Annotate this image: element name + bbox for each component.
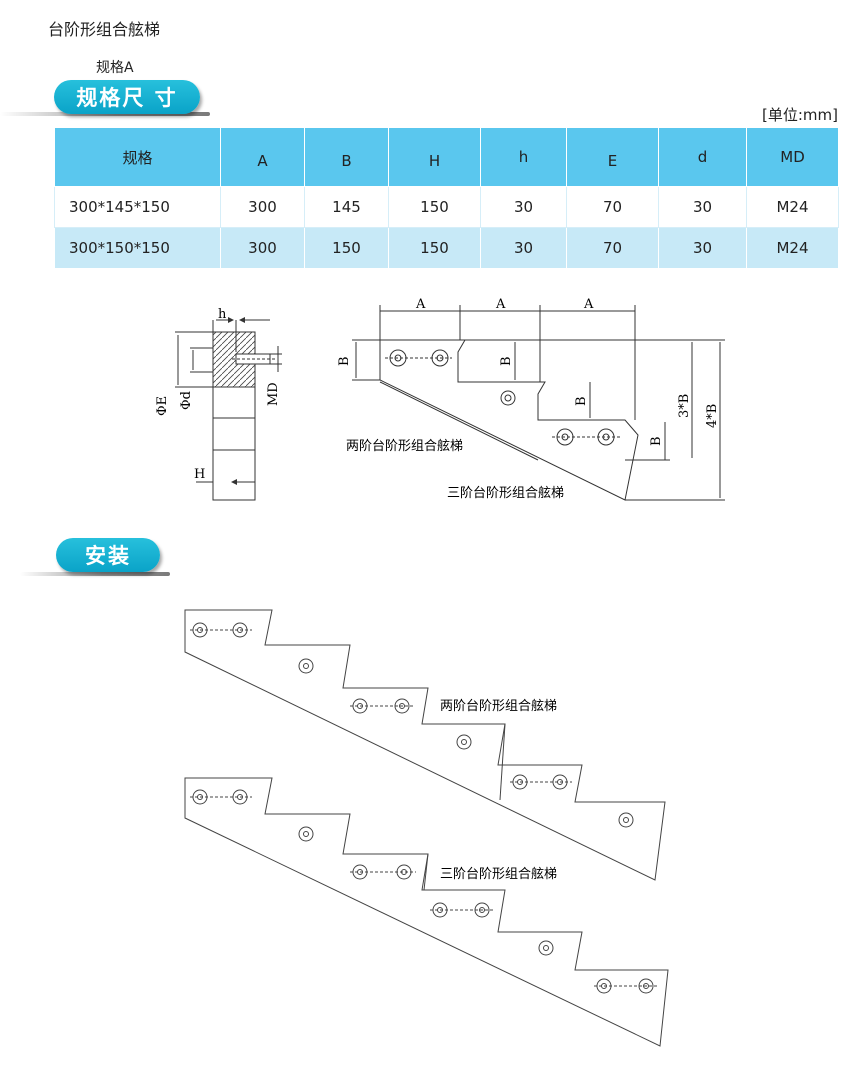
label-4b: 4*B bbox=[705, 404, 720, 428]
label-three-step: 三阶台阶形组合舷梯 bbox=[447, 485, 564, 501]
label-3b: 3*B bbox=[677, 394, 692, 418]
label-b4: B bbox=[649, 436, 664, 446]
header-spec: 规格 bbox=[54, 127, 221, 187]
header-md: MD bbox=[746, 127, 839, 187]
table-cell: 30 bbox=[480, 227, 567, 269]
label-a3: A bbox=[583, 297, 594, 312]
table-cell: 30 bbox=[658, 227, 747, 269]
two-step-ladder bbox=[184, 609, 666, 881]
label-a1: A bbox=[415, 297, 426, 312]
header-d: d bbox=[658, 127, 747, 187]
header-e: E bbox=[566, 127, 659, 187]
table-cell: M24 bbox=[746, 186, 839, 228]
header-a: A bbox=[220, 127, 305, 187]
table-header-row: 规格 A B H h E d MD bbox=[54, 127, 839, 187]
label-H: H bbox=[194, 467, 205, 482]
install-drawing: 两阶台阶形组合舷梯 三阶台阶形组合舷梯 bbox=[184, 609, 669, 1047]
section-tab-dimensions: 规格尺 寸 bbox=[54, 80, 200, 114]
stepped-ladder-drawing bbox=[352, 305, 725, 501]
table-cell: 150 bbox=[388, 186, 481, 228]
header-h-upper: H bbox=[388, 127, 481, 187]
label-md: MD bbox=[266, 382, 281, 406]
table-cell: 30 bbox=[658, 186, 747, 228]
install-label-two-step: 两阶台阶形组合舷梯 bbox=[440, 698, 557, 714]
section-tab-install: 安装 bbox=[56, 538, 160, 572]
spec-table: 规格 A B H h E d MD 300*145*150 300 145 15… bbox=[54, 127, 839, 269]
table-cell: 70 bbox=[566, 227, 659, 269]
table-cell: 300 bbox=[220, 227, 305, 269]
table-cell: 30 bbox=[480, 186, 567, 228]
label-b1: B bbox=[337, 356, 352, 366]
dimension-drawing: h ΦE Φd MD H A A A bbox=[155, 297, 725, 501]
spec-label: 规格A bbox=[96, 60, 134, 76]
table-row: 300*145*150 300 145 150 30 70 30 M24 bbox=[54, 186, 839, 228]
label-phi-e: ΦE bbox=[155, 396, 170, 416]
table-cell: 70 bbox=[566, 186, 659, 228]
label-b3: B bbox=[574, 396, 589, 406]
table-row: 300*150*150 300 150 150 30 70 30 M24 bbox=[54, 227, 839, 269]
table-cell: 150 bbox=[304, 227, 389, 269]
label-b2: B bbox=[499, 356, 514, 366]
label-phi-d: Φd bbox=[179, 391, 194, 410]
table-cell: 300 bbox=[220, 186, 305, 228]
table-cell: 150 bbox=[388, 227, 481, 269]
label-a2: A bbox=[495, 297, 506, 312]
table-cell: 145 bbox=[304, 186, 389, 228]
install-label-three-step: 三阶台阶形组合舷梯 bbox=[440, 866, 557, 882]
label-two-step: 两阶台阶形组合舷梯 bbox=[346, 438, 463, 454]
tab-underline bbox=[0, 112, 210, 116]
header-b: B bbox=[304, 127, 389, 187]
header-h-lower: h bbox=[480, 127, 567, 187]
tab-underline bbox=[20, 572, 170, 576]
table-cell: 300*145*150 bbox=[54, 186, 221, 228]
page-title: 台阶形组合舷梯 bbox=[48, 20, 161, 39]
unit-label: [单位:mm] bbox=[762, 106, 838, 124]
label-h: h bbox=[218, 307, 227, 322]
table-cell: M24 bbox=[746, 227, 839, 269]
three-step-ladder bbox=[184, 777, 669, 1047]
table-cell: 300*150*150 bbox=[54, 227, 221, 269]
side-view-fender bbox=[175, 317, 282, 501]
